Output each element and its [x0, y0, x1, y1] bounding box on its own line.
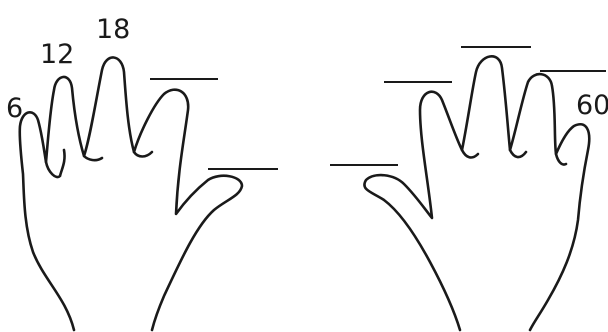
- right-pinky-label: 60: [576, 90, 608, 121]
- right-valley-index-middle: [462, 150, 478, 157]
- left-valley-pinky-ring: [46, 150, 65, 177]
- left-middle-label: 18: [96, 14, 130, 45]
- left-hand-outline: [20, 57, 242, 330]
- left-hand: 6 12 18: [6, 14, 278, 330]
- right-hand-outline: [364, 56, 589, 330]
- right-valley-ring-pinky: [556, 154, 566, 165]
- left-valley-ring-middle: [84, 156, 102, 160]
- right-valley-middle-ring: [510, 150, 526, 157]
- right-hand: 60: [330, 47, 608, 330]
- left-pinky-label: 6: [6, 93, 23, 124]
- left-ring-label: 12: [40, 39, 74, 70]
- left-valley-middle-index: [134, 152, 152, 157]
